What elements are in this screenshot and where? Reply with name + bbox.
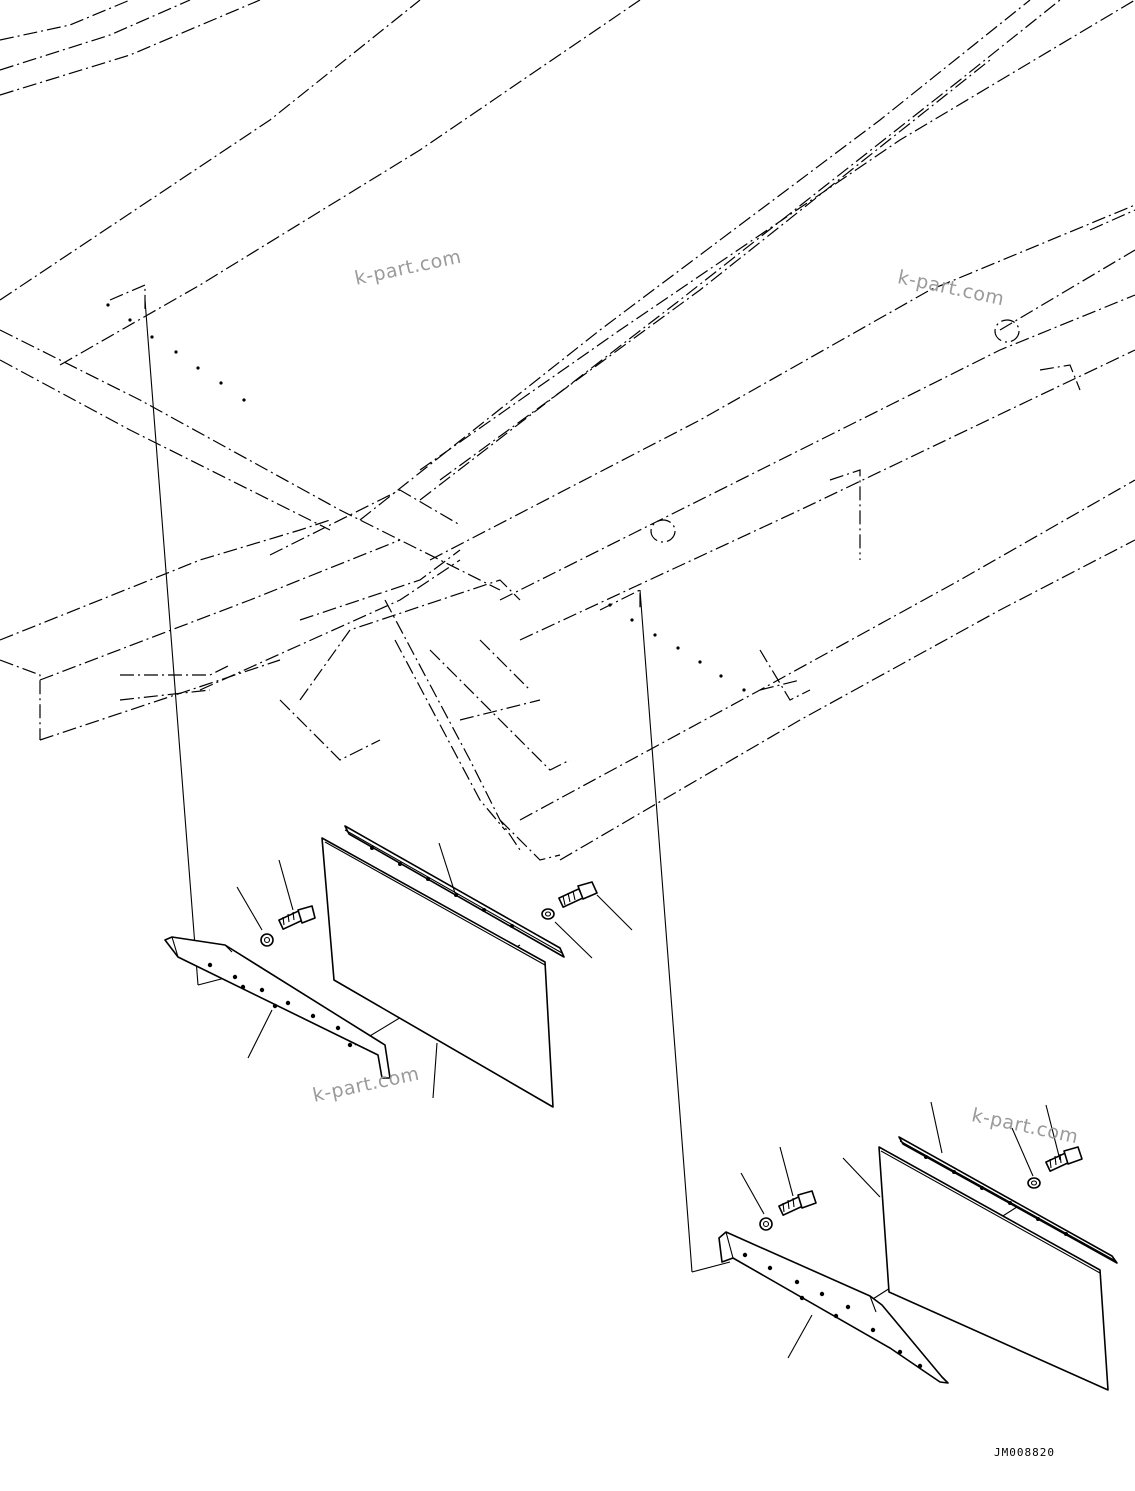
right-mud-flap-assembly [718,1101,1118,1391]
dump-body-phantom-outline [0,0,1135,861]
right-mounting-bracket [718,1231,949,1384]
left-washer [260,933,274,947]
left-mud-flap [321,837,554,1108]
right-mud-flap [878,1146,1109,1391]
right-upper-bolt [1045,1146,1083,1172]
frame-bolt-hole-dots [106,303,746,692]
left-mounting-bracket [164,936,391,1079]
right-lower-bolt [778,1190,817,1216]
left-bolt [278,905,316,930]
left-upper-bolt [558,881,598,908]
drawing-code: JM008820 [994,1446,1055,1459]
right-upper-washer [1027,1177,1041,1189]
left-mud-flap-assembly [164,825,633,1108]
left-upper-washer [541,908,555,920]
right-lower-washer [759,1217,773,1231]
